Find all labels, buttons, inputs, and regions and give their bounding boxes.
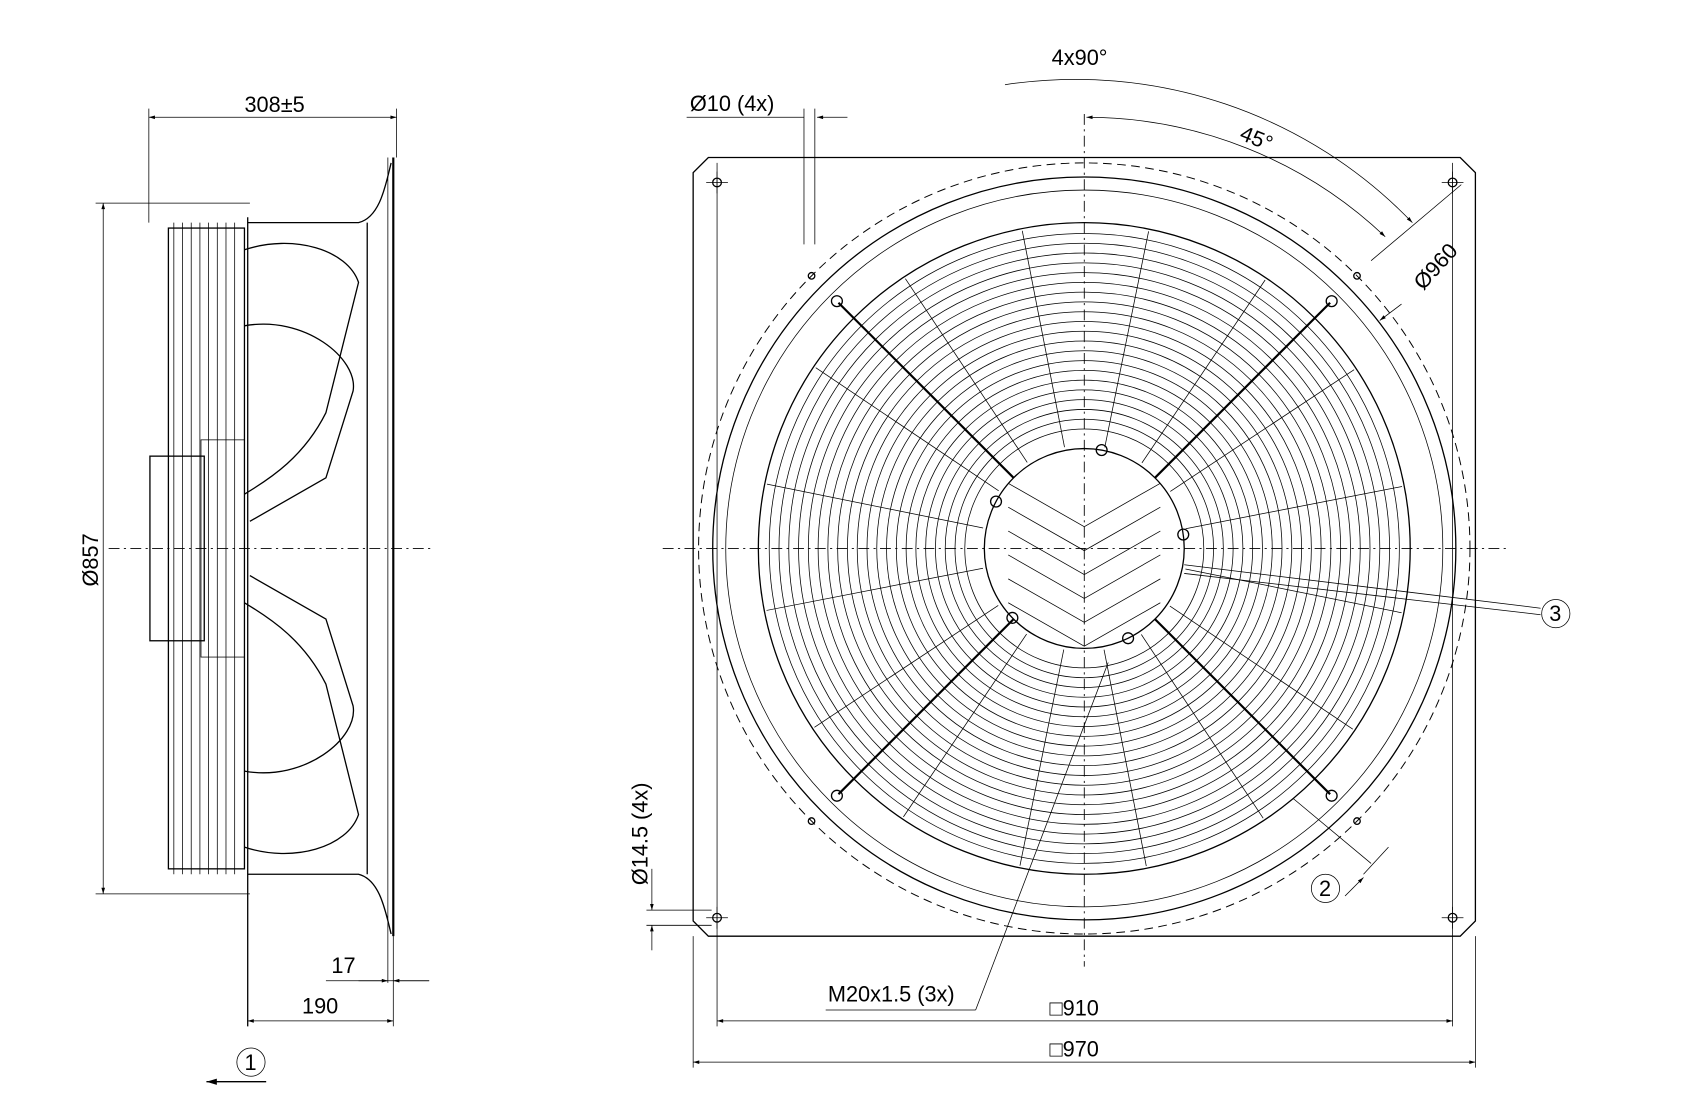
marker-2-label: 2 (1319, 876, 1331, 901)
guard-spoke (815, 367, 999, 492)
guard-spoke (1140, 634, 1264, 819)
guard-spoke (1169, 605, 1354, 730)
bolt-circle (698, 162, 1471, 935)
guard-spoke (1021, 230, 1065, 448)
guard-strut (1154, 618, 1331, 795)
nozzle-dim-label: 190 (302, 993, 338, 1018)
blade-bottom-1 (244, 602, 360, 855)
gland-dim-label: M20x1.5 (3x) (828, 981, 955, 1006)
hole-dim-label: Ø10 (4x) (690, 91, 775, 116)
guard-strut (837, 618, 1015, 795)
flange-dim-label: 17 (331, 953, 355, 978)
guard-spoke (905, 278, 1028, 463)
outer-square-dim-label: □970 (1050, 1037, 1099, 1062)
guard-spoke (1185, 486, 1403, 530)
guard-screw (830, 295, 843, 308)
cooling-rib (1008, 506, 1161, 552)
motor-electronics (989, 443, 1190, 647)
guard-screw (830, 789, 843, 802)
fan-guard (766, 230, 1403, 867)
guard-ring (915, 379, 1254, 718)
guard-ring (847, 311, 1322, 786)
side-view: 308±5 Ø857 17 190 1 (78, 92, 435, 1085)
guard-ring (807, 272, 1361, 825)
angle-dim-label: 4x90° (1052, 45, 1108, 70)
nozzle-outer-ring (712, 176, 1457, 921)
motor-hub (149, 455, 205, 642)
depth-dim-label: 308±5 (244, 92, 304, 117)
bolt-circle-hole (1353, 817, 1361, 825)
guard-ring (817, 281, 1351, 815)
bolt-circle-hole (1353, 271, 1361, 280)
guard-screw (1325, 295, 1338, 308)
guard-ring (895, 360, 1273, 737)
guard-spoke (814, 605, 999, 728)
guard-spoke (1185, 568, 1402, 614)
guard-strut (1154, 301, 1331, 479)
guard-ring (798, 262, 1371, 835)
cooling-rib (1008, 482, 1161, 528)
guard-ring (778, 242, 1390, 855)
cooling-rib (1008, 530, 1161, 575)
guard-ring (925, 389, 1244, 708)
guard-spoke (1103, 649, 1147, 867)
guard-spoke (903, 633, 1027, 818)
guard-ring (935, 399, 1234, 698)
motor-fins (173, 222, 236, 875)
guard-spoke (1141, 279, 1266, 464)
guard-ring (944, 409, 1224, 688)
guard-ring (905, 369, 1263, 727)
blade-top-2 (244, 323, 354, 522)
hub-screw (1095, 443, 1108, 457)
cooling-rib (1008, 578, 1161, 623)
guard-screw (1325, 789, 1338, 802)
guard-spoke (766, 567, 984, 611)
guard-spoke (1170, 369, 1355, 492)
rotor-flange (200, 439, 245, 658)
guard-ring (876, 340, 1293, 757)
bolt-circle-hole (807, 817, 816, 825)
guard-ring (856, 321, 1312, 776)
marker-2-circle (1310, 873, 1340, 903)
hub-screw (989, 495, 1003, 508)
guard-spoke (1019, 649, 1065, 866)
guard-ring (866, 330, 1302, 767)
guard-strut (837, 301, 1015, 479)
mounting-plate (692, 156, 1477, 937)
guard-spoke (766, 483, 984, 529)
hub-screw (1006, 611, 1019, 624)
guard-ring (964, 428, 1205, 669)
nozzle-top (247, 162, 392, 224)
guard-ring (768, 233, 1400, 864)
marker-3-label: 3 (1549, 601, 1561, 626)
airflow-marker-circle (236, 1047, 266, 1077)
front-view: Ø10 (4x) 4x90° 45° Ø960 3 2 Ø14.5 (4x) M… (628, 45, 1571, 1068)
hub-screw (1122, 632, 1135, 645)
blade-bottom-2 (244, 575, 354, 774)
cooling-rib (1008, 554, 1161, 599)
blade-top-1 (244, 242, 360, 495)
guard-ring (886, 350, 1283, 747)
diameter-dim-label: Ø857 (78, 533, 103, 586)
angle-offset-dim-label: 45° (1237, 120, 1277, 155)
guard-ring (954, 418, 1214, 679)
bolt-circle-dim-label: Ø960 (1408, 238, 1462, 294)
slot-dim-label: Ø14.5 (4x) (628, 783, 653, 886)
guard-ring (788, 252, 1381, 845)
guard-ring (837, 301, 1332, 796)
airflow-marker-label: 1 (244, 1050, 256, 1075)
guard-spoke (1104, 231, 1149, 448)
inner-square-dim-label: □910 (1050, 995, 1099, 1020)
nozzle-bottom (247, 873, 392, 935)
guard-ring (827, 291, 1342, 806)
cooling-rib (1008, 602, 1161, 647)
bolt-circle-hole (807, 271, 816, 280)
marker-3-circle (1541, 599, 1571, 629)
motor-hub-front (983, 447, 1185, 650)
hub-screw (1177, 528, 1190, 541)
